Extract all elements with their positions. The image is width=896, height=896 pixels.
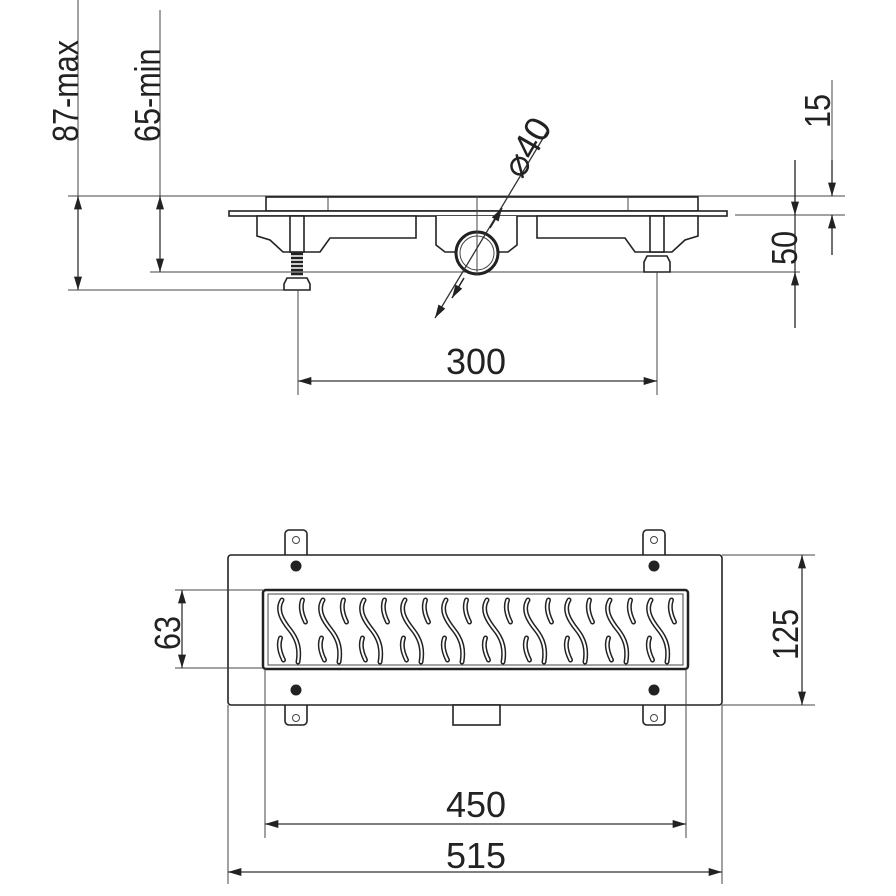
grate <box>261 588 690 671</box>
grate-side <box>265 196 699 212</box>
label-feet-spacing: 300 <box>446 341 506 382</box>
screw-icon <box>290 560 302 572</box>
body-left <box>256 215 417 253</box>
bracket-hole <box>292 714 300 722</box>
bracket-hole <box>650 714 658 722</box>
screw-icon <box>648 560 660 572</box>
screws <box>290 560 660 696</box>
foot-left <box>283 252 311 291</box>
label-grate-height: 15 <box>799 94 839 128</box>
label-frame-length: 515 <box>446 835 506 876</box>
label-grate-width: 63 <box>149 616 189 650</box>
label-height-max: 87-max <box>47 40 87 142</box>
screw-icon <box>290 684 302 696</box>
side-view: ⌀40 87-max 65-min 15 50 300 <box>47 0 845 395</box>
label-height-min: 65-min <box>129 49 169 142</box>
top-view: 63 125 450 515 <box>149 529 815 884</box>
label-body-height: 50 <box>766 231 806 265</box>
bracket-hole <box>650 536 658 544</box>
foot-right <box>643 255 671 273</box>
bracket-hole <box>292 536 300 544</box>
screw-icon <box>648 684 660 696</box>
outlet-top <box>452 704 501 726</box>
body-right <box>536 215 699 253</box>
grate-slots <box>276 597 677 665</box>
label-outlet-diameter: ⌀40 <box>493 110 559 184</box>
label-grate-length: 450 <box>446 784 506 825</box>
label-frame-width: 125 <box>767 609 807 660</box>
